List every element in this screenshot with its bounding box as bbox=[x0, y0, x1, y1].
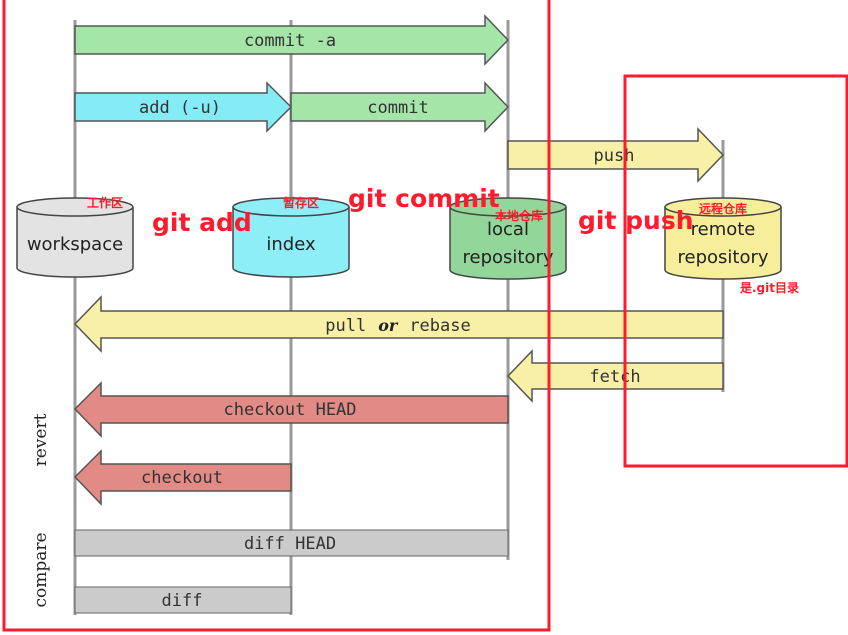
index-cylinder bbox=[232, 207, 350, 278]
remote-cn-annotation: 远程仓库 bbox=[699, 201, 747, 216]
diff-head-bar: diff HEAD bbox=[74, 529, 509, 557]
index-store: index bbox=[232, 197, 350, 278]
diff-head-bar-shape bbox=[74, 529, 509, 557]
workspace-cylinder bbox=[16, 207, 134, 278]
add-label: add (-u) bbox=[139, 98, 221, 118]
checkout-head-label: checkout HEAD bbox=[223, 400, 356, 420]
git-push-annotation: git push bbox=[578, 206, 694, 235]
local-cylinder-top bbox=[449, 197, 567, 217]
checkout-head-arrow-shape bbox=[73, 381, 509, 438]
workspace-store: workspace bbox=[16, 197, 134, 278]
push-label: push bbox=[594, 146, 635, 166]
diff-bar: diff bbox=[74, 586, 292, 614]
diff-head-label: diff HEAD bbox=[244, 534, 336, 554]
add-arrow-shape bbox=[74, 81, 293, 133]
revert-label: revert bbox=[31, 413, 51, 466]
index-cylinder-top bbox=[232, 197, 350, 217]
pull-rebase-label: pull or rebase bbox=[325, 316, 470, 336]
checkout-arrow-shape bbox=[73, 449, 292, 506]
fetch-arrow-shape bbox=[506, 349, 724, 403]
commit-label: commit bbox=[367, 98, 428, 118]
pull-label: pull bbox=[325, 316, 366, 336]
remote-repository-store: remote repository bbox=[664, 197, 782, 280]
rebase-label: rebase bbox=[409, 316, 470, 336]
index-label: index bbox=[266, 234, 316, 255]
pull-rebase-arrow-shape bbox=[73, 295, 724, 353]
local-cylinder bbox=[449, 207, 567, 280]
checkout-label: checkout bbox=[141, 468, 223, 488]
local-highlight-box bbox=[2, 0, 551, 632]
git-add-annotation: git add bbox=[152, 208, 252, 237]
remote-cylinder-top bbox=[664, 197, 782, 217]
commit-a-label: commit -a bbox=[244, 31, 336, 51]
fetch-label: fetch bbox=[589, 367, 640, 387]
git-dir-annotation: 是.git目录 bbox=[739, 281, 799, 295]
remote-cylinder bbox=[664, 207, 782, 280]
remote-highlight-box bbox=[623, 74, 848, 468]
checkout-arrow: checkout bbox=[73, 449, 292, 506]
local-label-line1: local bbox=[487, 219, 529, 240]
pull-rebase-arrow: pull or rebase bbox=[73, 295, 724, 353]
workspace-label: workspace bbox=[27, 234, 123, 255]
commit-arrow: commit bbox=[290, 81, 510, 133]
commit-arrow-shape bbox=[290, 81, 510, 133]
commit-a-arrow-shape bbox=[74, 14, 510, 66]
or-label: or bbox=[378, 316, 399, 335]
diff-label: diff bbox=[162, 591, 203, 611]
git-commit-annotation: git commit bbox=[348, 184, 500, 213]
checkout-head-arrow: checkout HEAD bbox=[73, 381, 509, 438]
index-cn-annotation: 暂存区 bbox=[283, 195, 319, 210]
commit-a-arrow: commit -a bbox=[74, 14, 510, 66]
add-arrow: add (-u) bbox=[74, 81, 293, 133]
workspace-cylinder-top bbox=[16, 197, 134, 217]
workspace-cn-annotation: 工作区 bbox=[87, 195, 123, 210]
push-arrow-shape bbox=[507, 127, 725, 183]
diff-bar-shape bbox=[74, 586, 292, 614]
local-label-line2: repository bbox=[462, 247, 553, 268]
remote-label-line2: repository bbox=[677, 247, 768, 268]
remote-label-line1: remote bbox=[691, 219, 756, 240]
compare-label: compare bbox=[31, 532, 51, 607]
fetch-arrow: fetch bbox=[506, 349, 724, 403]
push-arrow: push bbox=[507, 127, 725, 183]
local-cn-annotation: 本地仓库 bbox=[495, 208, 543, 223]
local-repository-store: local repository bbox=[449, 197, 567, 280]
